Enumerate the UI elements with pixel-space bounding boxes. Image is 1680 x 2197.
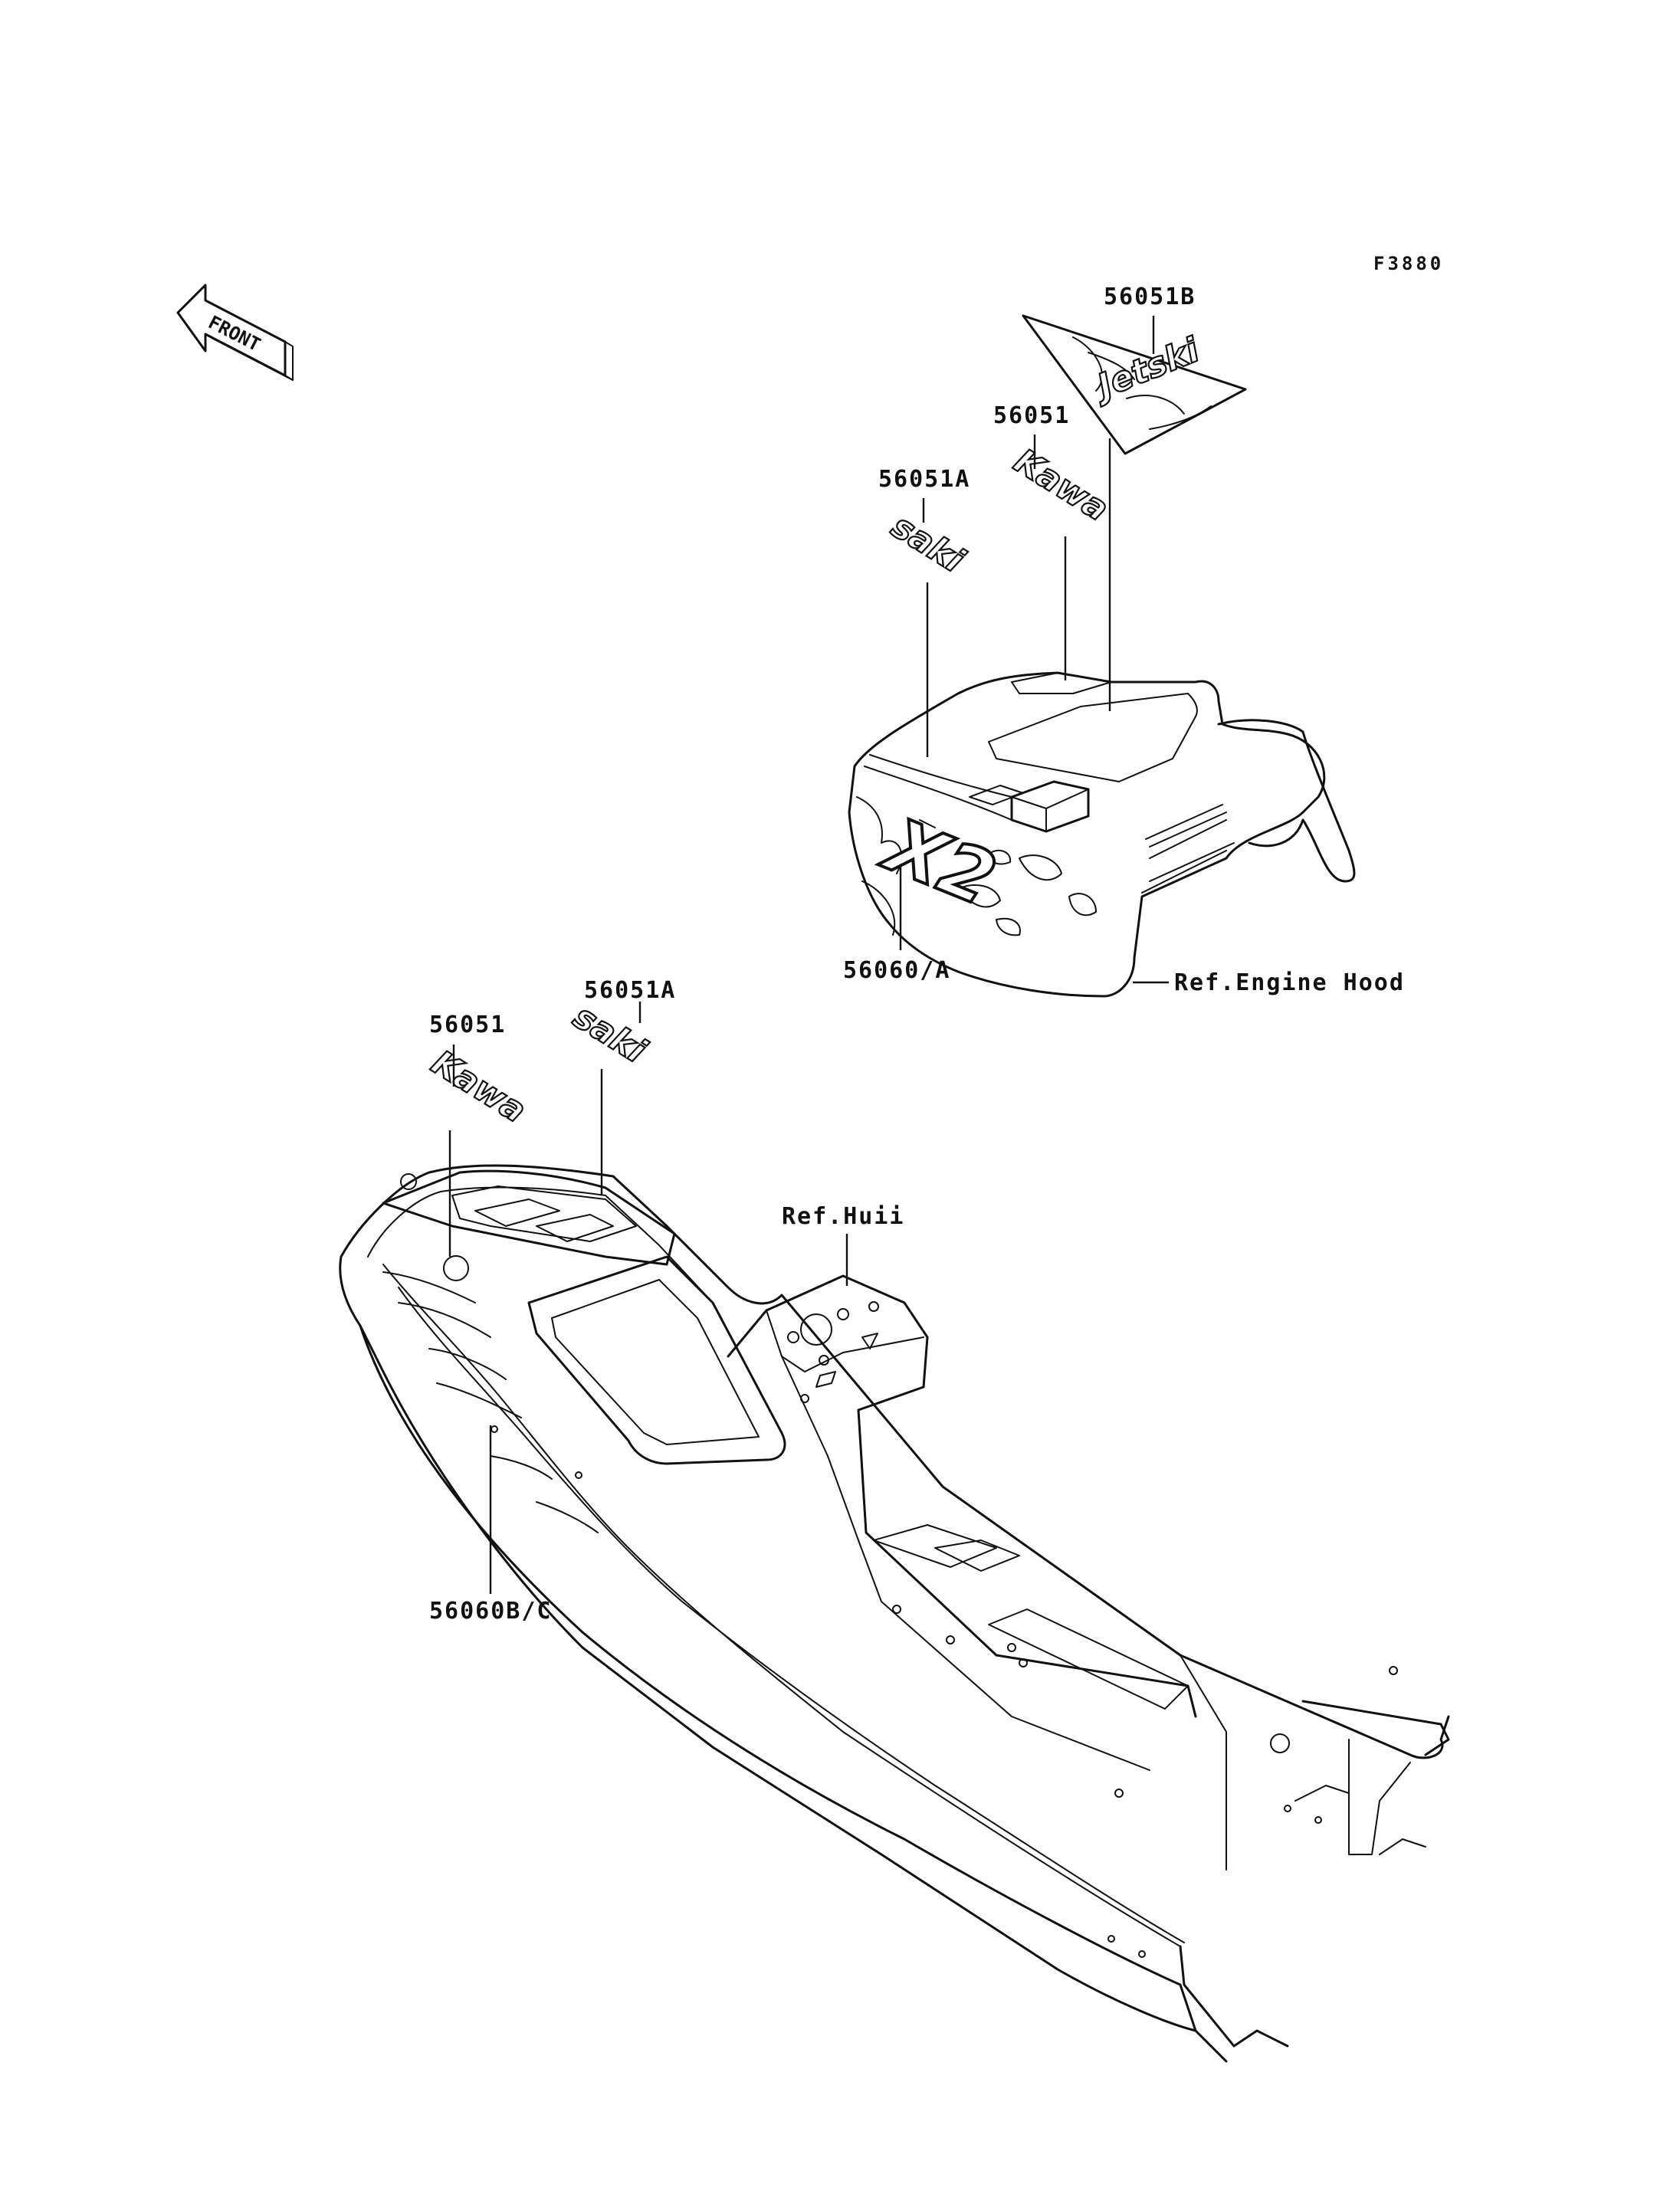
callout-hull-56051: 56051 (429, 1012, 506, 1038)
decal-jetski-triangle: Jetski (1022, 314, 1247, 455)
decal-saki-hood: saki (884, 507, 971, 581)
hull-drawing (339, 1164, 1450, 2063)
callout-hull-56060BC: 56060B/C (429, 1598, 553, 1625)
callout-hood-56051A: 56051A (878, 466, 970, 493)
callout-hood-56051B: 56051B (1104, 284, 1196, 310)
decal-kawa-hood: Kawa (1007, 441, 1115, 529)
decal-x2-hood: X2 (871, 802, 1007, 923)
callout-hood-56060A: 56060/A (843, 957, 950, 984)
callout-hood-56051: 56051 (993, 402, 1070, 429)
callout-ref-engine-hood: Ref.Engine Hood (1174, 969, 1405, 996)
hood-leader-lines (899, 316, 1169, 984)
decal-kawa-hull: Kawa (425, 1043, 533, 1130)
front-direction-arrow-icon: FRONT (176, 284, 294, 381)
engine-hood-drawing: X2 (848, 671, 1356, 998)
hull-leader-lines (448, 1002, 848, 1594)
callout-hull-56051A: 56051A (584, 977, 676, 1004)
figure-code: F3880 (1373, 253, 1444, 274)
callout-ref-hull: Ref.Huii (782, 1203, 905, 1230)
